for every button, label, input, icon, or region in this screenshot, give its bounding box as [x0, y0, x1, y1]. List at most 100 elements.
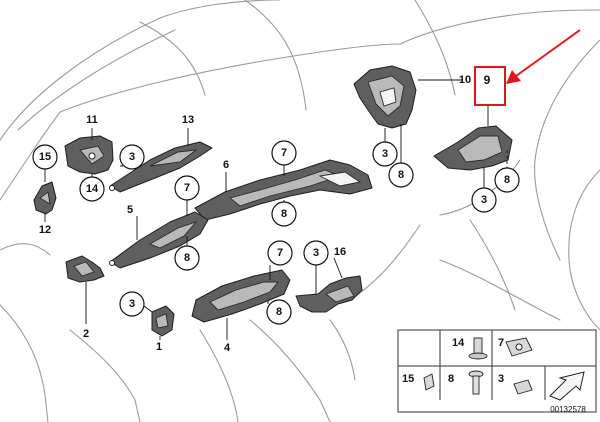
part-number: 10: [459, 74, 471, 86]
legend-number: 3: [498, 373, 504, 385]
callout-number: 3: [129, 298, 135, 310]
bolt-icon: [468, 337, 488, 360]
legend-item-14[interactable]: 14: [452, 337, 488, 360]
label-16[interactable]: 16: [334, 246, 346, 258]
label-10[interactable]: 10: [459, 74, 471, 86]
highlight-arrow-shaft: [515, 29, 581, 77]
part-number: 11: [86, 114, 98, 126]
callout-number: 15: [39, 151, 51, 163]
callout-15[interactable]: 15: [32, 144, 58, 170]
callout-number: 14: [86, 183, 99, 195]
callout-circle: [266, 299, 292, 325]
callout-7[interactable]: 7: [174, 175, 200, 201]
callout-8[interactable]: 8: [266, 299, 292, 325]
part-number: 9: [484, 73, 491, 87]
hardware-legend: 14 7 15 8: [397, 329, 597, 413]
callout-number: 8: [184, 252, 190, 264]
clip-nut-icon: [513, 379, 533, 395]
part-number: 16: [334, 246, 346, 258]
part-number: 2: [83, 328, 89, 340]
callout-circle: [32, 144, 58, 170]
callout-8[interactable]: 8: [388, 162, 414, 188]
callout-circle: [388, 162, 414, 188]
callout-number: 3: [129, 151, 135, 163]
screw-icon: [468, 370, 484, 395]
callout-3[interactable]: 3: [119, 144, 145, 170]
callout-8[interactable]: 8: [494, 167, 520, 193]
callout-7[interactable]: 7: [267, 240, 293, 266]
part-12: [33, 181, 57, 215]
part-9: [433, 125, 513, 171]
callout-circle: [271, 140, 297, 166]
part-10: [353, 65, 417, 129]
callout-circle: [271, 201, 297, 227]
callout-3[interactable]: 3: [372, 141, 398, 167]
label-9[interactable]: 9: [484, 73, 491, 87]
legend-item-7[interactable]: 7: [498, 337, 533, 357]
callout-number: 7: [281, 147, 287, 159]
label-2[interactable]: 2: [83, 328, 89, 340]
callout-circle: [79, 176, 105, 202]
legend-item-15[interactable]: 15: [402, 373, 435, 391]
part-16: [295, 275, 363, 313]
callout-circle: [372, 141, 398, 167]
part-number: 4: [224, 342, 231, 354]
part-13: [109, 141, 213, 193]
callout-circle: [119, 144, 145, 170]
label-5[interactable]: 5: [127, 204, 133, 216]
callout-circle: [303, 240, 329, 266]
callout-circle: [471, 187, 497, 213]
callout-8[interactable]: 8: [271, 201, 297, 227]
label-12[interactable]: 12: [39, 224, 51, 236]
callout-number: 3: [481, 194, 487, 206]
callout-3[interactable]: 3: [471, 187, 497, 213]
speed-nut-icon: [505, 337, 533, 357]
callout-circle: [119, 291, 145, 317]
legend-number: 14: [452, 337, 465, 349]
callout-circle: [174, 175, 200, 201]
legend-item-3[interactable]: 3: [498, 373, 533, 395]
callout-circle: [494, 167, 520, 193]
callout-circle: [267, 240, 293, 266]
callout-3[interactable]: 3: [119, 291, 145, 317]
callout-number: 8: [398, 169, 404, 181]
part-number: 6: [223, 159, 229, 171]
expanding-nut-icon: [423, 373, 435, 391]
part-1: [151, 305, 175, 337]
callout-number: 8: [281, 208, 287, 220]
arrow-box-icon: [549, 371, 585, 401]
highlight-box: [474, 66, 506, 106]
legend-frame: [397, 329, 597, 413]
callout-number: 7: [184, 182, 190, 194]
legend-item-8[interactable]: 8: [448, 370, 484, 395]
callout-number: 3: [382, 148, 388, 160]
label-11[interactable]: 11: [86, 114, 98, 126]
legend-number: 8: [448, 373, 454, 385]
label-1[interactable]: 1: [156, 341, 162, 353]
callout-number: 3: [313, 247, 319, 259]
label-4[interactable]: 4: [224, 342, 231, 354]
label-6[interactable]: 6: [223, 159, 229, 171]
highlight-annotation: [474, 29, 581, 106]
callout-number: 8: [276, 306, 282, 318]
part-number: 1: [156, 341, 162, 353]
callout-8[interactable]: 8: [174, 245, 200, 271]
callout-7[interactable]: 7: [271, 140, 297, 166]
callout-number: 8: [504, 174, 510, 186]
legend-number: 15: [402, 373, 414, 385]
part-5: [109, 211, 209, 269]
callout-3[interactable]: 3: [303, 240, 329, 266]
part-number: 12: [39, 224, 51, 236]
part-2: [65, 255, 105, 283]
highlight-arrow-head: [506, 70, 521, 84]
callout-14[interactable]: 14: [79, 176, 105, 202]
part-11: [64, 135, 114, 175]
part-6: [194, 159, 373, 221]
part-number: 13: [182, 114, 194, 126]
part-4: [191, 269, 291, 323]
leader-lines: [44, 79, 508, 340]
label-13[interactable]: 13: [182, 114, 194, 126]
callout-circle: [174, 245, 200, 271]
